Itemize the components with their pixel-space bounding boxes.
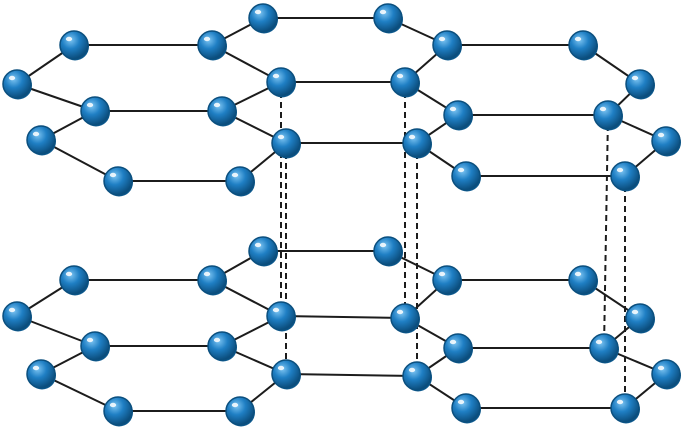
bottom-layer-carbon-atom	[651, 359, 681, 390]
bottom-layer-carbon-atom	[271, 359, 301, 390]
top-layer-carbon-atom	[402, 128, 432, 159]
bottom-layer-carbon-atom	[589, 333, 619, 364]
top-layer-carbon-atom	[432, 30, 462, 61]
interlayer-bonds	[280, 82, 626, 408]
top-layer-carbon-atom	[2, 69, 32, 100]
bottom-layer-carbon-atom	[451, 393, 481, 424]
top-layer-carbon-atom	[80, 96, 110, 127]
bottom-layer-carbon-atom	[568, 265, 598, 296]
top-layer-carbon-atom	[266, 67, 296, 98]
bottom-layer-carbon-atom	[248, 236, 278, 267]
interlayer-bond	[603, 114, 609, 349]
top-layer-carbon-atom	[373, 3, 403, 34]
top-layer-carbon-atom	[225, 166, 255, 197]
bottom-layer-carbon-atom	[197, 265, 227, 296]
bottom-layer-carbon-atom	[373, 236, 403, 267]
bottom-layer-carbon-atom	[432, 265, 462, 296]
covalent-bonds	[16, 17, 667, 412]
bottom-layer-carbon-atom	[390, 303, 420, 334]
top-layer-carbon-atom	[451, 161, 481, 192]
top-layer-carbon-atom	[207, 96, 237, 127]
top-layer-carbon-atom	[59, 30, 89, 61]
top-layer-carbon-atom	[568, 30, 598, 61]
top-layer-carbon-atom	[271, 128, 301, 159]
bottom-layer-bond	[285, 373, 418, 377]
bottom-layer-carbon-atom	[402, 361, 432, 392]
top-layer-carbon-atom	[443, 100, 473, 131]
bottom-layer-carbon-atom	[59, 265, 89, 296]
bottom-layer-carbon-atom	[610, 393, 640, 424]
top-layer-carbon-atom	[26, 125, 56, 156]
top-layer-carbon-atom	[103, 166, 133, 197]
bottom-layer-carbon-atom	[103, 396, 133, 427]
top-layer-carbon-atom	[390, 67, 420, 98]
bottom-layer-bond	[280, 315, 406, 319]
top-layer-carbon-atom	[625, 69, 655, 100]
top-layer-carbon-atom	[593, 100, 623, 131]
bottom-layer-carbon-atom	[26, 359, 56, 390]
bottom-layer-carbon-atom	[80, 331, 110, 362]
bottom-layer-carbon-atom	[443, 333, 473, 364]
carbon-atoms	[2, 3, 681, 427]
bottom-layer-carbon-atom	[2, 301, 32, 332]
top-layer-carbon-atom	[610, 161, 640, 192]
bottom-layer-carbon-atom	[225, 396, 255, 427]
bottom-layer-carbon-atom	[266, 301, 296, 332]
bottom-layer-carbon-atom	[207, 331, 237, 362]
bottom-layer-carbon-atom	[625, 303, 655, 334]
top-layer-carbon-atom	[197, 30, 227, 61]
top-layer-carbon-atom	[248, 3, 278, 34]
top-layer-carbon-atom	[651, 126, 681, 157]
